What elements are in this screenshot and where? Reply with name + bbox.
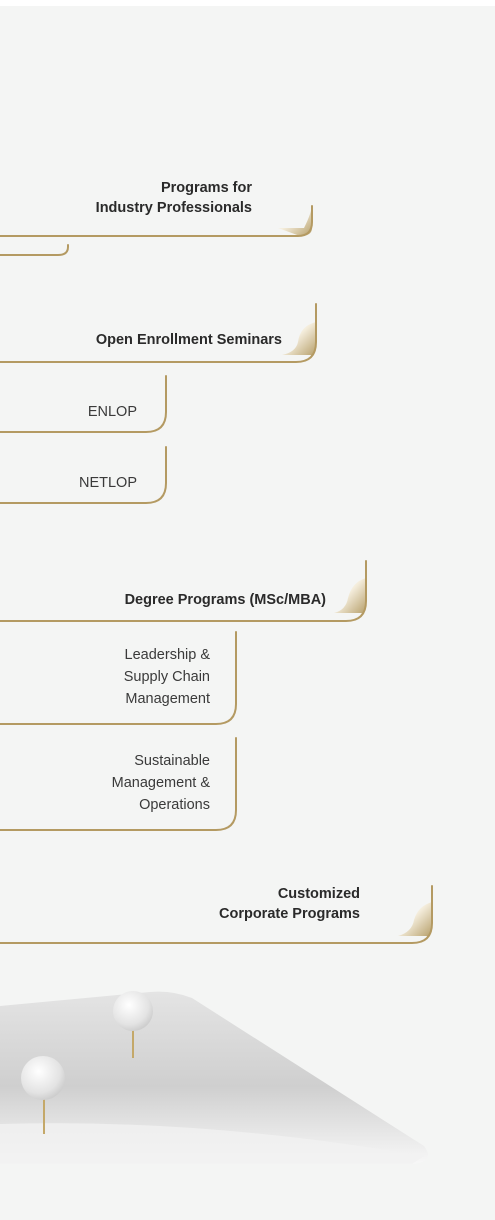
- sustainable-line3: Operations: [139, 797, 210, 813]
- nav-degree-programs[interactable]: Degree Programs (MSc/MBA): [40, 590, 326, 612]
- leadership-line2: Supply Chain: [123, 669, 210, 685]
- leadership-line1: Leadership &: [124, 647, 210, 663]
- degree-title: Degree Programs (MSc/MBA): [124, 592, 326, 608]
- netlop-label: NETLOP: [78, 475, 137, 491]
- nav-item-sustainable-management[interactable]: Sustainable Management & Operations: [60, 750, 210, 816]
- nav-industry-professionals[interactable]: Programs for Industry Professionals: [40, 178, 252, 226]
- sustainable-line2: Management &: [111, 775, 210, 791]
- nav-item-enlop[interactable]: ENLOP: [40, 402, 137, 424]
- corporate-line1: Customized: [277, 886, 360, 902]
- nav-item-leadership-supply-chain[interactable]: Leadership & Supply Chain Management: [60, 644, 210, 710]
- nav-item-netlop[interactable]: NETLOP: [40, 473, 137, 495]
- leadership-line3: Management: [125, 691, 210, 707]
- industry-line2: Industry Professionals: [95, 200, 252, 216]
- industry-line1: Programs for: [160, 180, 252, 196]
- connector-lines: [0, 204, 433, 1164]
- sustainable-line1: Sustainable: [134, 753, 210, 769]
- nav-open-enrollment-seminars[interactable]: Open Enrollment Seminars: [20, 330, 282, 352]
- open-enrollment-title: Open Enrollment Seminars: [95, 332, 282, 348]
- pin-ball-left: [21, 1056, 65, 1100]
- pin-ball-top: [113, 991, 153, 1031]
- program-navigation-panel: Programs for Industry Professionals Open…: [0, 6, 495, 1220]
- nav-corporate-programs[interactable]: Customized Corporate Programs: [160, 884, 360, 932]
- corporate-line2: Corporate Programs: [218, 906, 360, 922]
- enlop-label: ENLOP: [87, 404, 137, 420]
